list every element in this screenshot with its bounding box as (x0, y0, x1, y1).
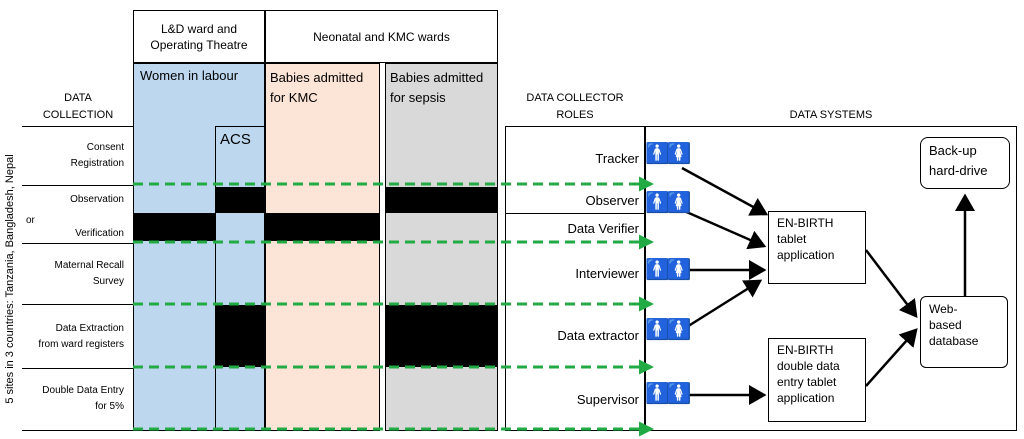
sepsis-label-line1: Babies admitted (390, 70, 484, 85)
acs-extraction-block (215, 305, 265, 367)
kmc-column: Babies admitted for KMC (265, 63, 380, 431)
women-in-labour-column: Women in labour (133, 63, 265, 431)
row-double-line1: Double Data Entry (42, 385, 124, 396)
sepsis-observation-block (385, 187, 498, 213)
people-icon: 🚹🚺 (645, 383, 692, 405)
row-observation-label: Observation (70, 194, 124, 205)
people-icon: 🚹🚺 (645, 143, 692, 165)
arrow-extractor-to-tablet (681, 279, 763, 332)
arrow-double-to-web (865, 328, 918, 387)
women-in-labour-label: Women in labour (140, 68, 239, 83)
role-data-extractor-label: Data extractor (557, 327, 639, 343)
roles-divider (505, 213, 645, 214)
role-supervisor: Supervisor (505, 386, 645, 412)
role-supervisor-label: Supervisor (576, 391, 639, 407)
data-collection-heading-line1: DATA (64, 92, 92, 104)
backup-hard-drive-box: Back-up hard-drive (920, 137, 1010, 189)
role-data-verifier: Data Verifier (505, 216, 645, 240)
row-consent-line1: Consent (86, 142, 124, 153)
kmc-verification-block (265, 213, 380, 241)
sepsis-column: Babies admitted for sepsis (385, 63, 498, 431)
data-collection-heading: DATA COLLECTION (28, 90, 128, 124)
row-double-line2: for 5% (95, 401, 124, 412)
role-interviewer-label: Interviewer (575, 265, 639, 281)
double-line2: double data (777, 359, 840, 373)
systems-heading: DATA SYSTEMS (645, 107, 1017, 124)
roles-heading: DATA COLLECTOR ROLES (505, 90, 645, 124)
row-extraction-line1: Data Extraction (55, 323, 124, 334)
role-data-extractor: Data extractor (505, 322, 645, 348)
row-divider (22, 243, 133, 244)
double-line4: application (777, 391, 835, 405)
row-maternal-line1: Maternal Recall (54, 260, 124, 271)
row-maternal-line2: Survey (92, 276, 124, 287)
role-observer: Observer (505, 188, 645, 212)
kmc-label-line2: for KMC (270, 90, 318, 105)
people-icon: 🚹🚺 (645, 319, 692, 341)
web-line3: database (929, 334, 979, 348)
people-icon: 🚹🚺 (645, 259, 692, 281)
row-divider (22, 368, 133, 369)
en-birth-tablet-box: EN-BIRTH tablet application (768, 211, 866, 284)
en-birth-double-entry-box: EN-BIRTH double data entry tablet applic… (768, 338, 866, 422)
row-divider (22, 185, 133, 186)
row-double-entry: Double Data Entry for 5% (22, 371, 130, 427)
arrow-tablet-to-web (865, 249, 918, 318)
backup-line2: hard-drive (929, 163, 988, 178)
tablet-line1: EN-BIRTH (777, 216, 834, 230)
ld-ward-header: L&D ward and Operating Theatre (133, 10, 265, 63)
role-observer-label: Observer (585, 192, 639, 208)
web-line2: based (929, 318, 962, 332)
tablet-line3: application (777, 248, 835, 262)
people-icon: 🚹🚺 (645, 192, 692, 214)
row-extraction-line2: from ward registers (38, 339, 124, 350)
ld-ward-title-line2: Operating Theatre (150, 37, 248, 52)
row-verification: Verification (22, 226, 130, 242)
row-consent-line2: Registration (70, 158, 124, 169)
acs-subcolumn: ACS (215, 126, 265, 431)
double-line1: EN-BIRTH (777, 343, 834, 357)
acs-observation-block (215, 187, 265, 213)
kmc-label-line1: Babies admitted (270, 70, 364, 85)
ld-ward-title-line1: L&D ward and (160, 21, 238, 36)
acs-label: ACS (220, 131, 251, 148)
women-verification-block (133, 213, 215, 241)
data-collection-heading-line2: COLLECTION (42, 109, 114, 121)
web-database-box: Web- based database (920, 296, 1008, 368)
row-observation: Observation (22, 188, 130, 212)
neonatal-ward-title: Neonatal and KMC wards (313, 29, 450, 44)
role-interviewer: Interviewer (505, 260, 645, 286)
systems-panel (645, 126, 1017, 431)
role-tracker: Tracker (505, 145, 645, 171)
backup-line1: Back-up (929, 143, 977, 158)
arrow-observer-to-tablet (681, 208, 767, 250)
neonatal-ward-header: Neonatal and KMC wards (265, 10, 498, 63)
roles-heading-line1: DATA COLLECTOR (526, 92, 624, 104)
tablet-line2: tablet (777, 232, 807, 246)
role-tracker-label: Tracker (595, 150, 639, 166)
row-maternal-recall: Maternal Recall Survey (22, 246, 130, 302)
arrow-tracker-to-tablet (681, 166, 769, 216)
role-data-verifier-label: Data Verifier (567, 220, 639, 236)
row-consent-registration: Consent Registration (22, 127, 130, 185)
roles-heading-line2: ROLES (556, 109, 594, 121)
sepsis-extraction-block (385, 305, 498, 367)
data-collection-table (22, 126, 133, 431)
row-data-extraction: Data Extraction from ward registers (22, 307, 130, 367)
sepsis-label-line2: for sepsis (390, 90, 446, 105)
row-divider (22, 304, 133, 305)
row-or-label: or (26, 215, 35, 226)
double-line3: entry tablet (777, 375, 837, 389)
web-line1: Web- (929, 302, 958, 316)
row-verification-label: Verification (75, 228, 124, 239)
systems-heading-text: DATA SYSTEMS (789, 109, 873, 121)
